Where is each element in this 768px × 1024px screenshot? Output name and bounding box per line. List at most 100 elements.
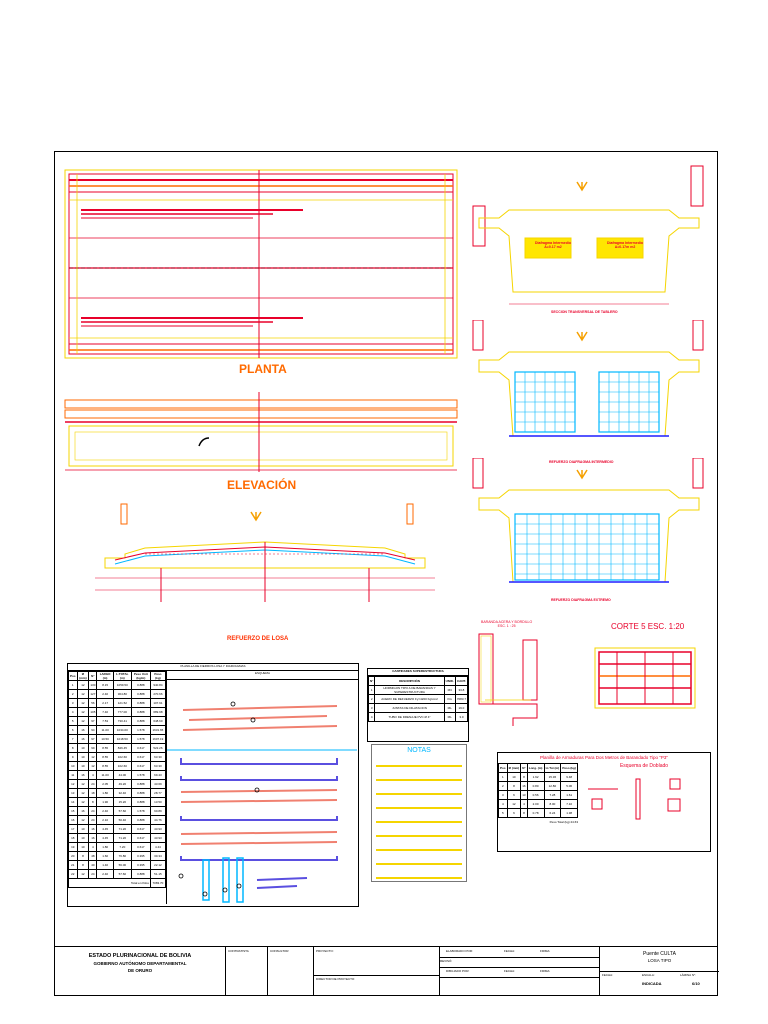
planilla-losa-cell: 12 bbox=[76, 707, 90, 717]
diafragma-extremo-title: REFUERZO DIAFRAGMA EXTREMO bbox=[551, 598, 611, 602]
planilla-losa-cell: 13.50 bbox=[149, 797, 167, 807]
title-block-consultor: CONSULTOR bbox=[267, 947, 313, 995]
planilla-losa-cell: 50.40 bbox=[112, 815, 132, 825]
planilla-losa-cell: 11 bbox=[68, 770, 78, 780]
planilla-baranda-total: Peso Total (kg) 24.63 bbox=[549, 820, 578, 824]
nota-line bbox=[376, 842, 462, 851]
planilla-losa-cell: 10 bbox=[76, 752, 90, 762]
seccion-transversal-title: SECCION TRANSVERSAL DE TABLERO bbox=[551, 310, 618, 314]
baranda-cell: 4 bbox=[498, 799, 508, 809]
planilla-losa-cell: 0.888 bbox=[130, 869, 151, 879]
refuerzo-losa-drawing bbox=[95, 503, 435, 602]
planilla-losa-cell: 56 bbox=[88, 698, 98, 708]
planilla-losa-cell: 8 bbox=[76, 851, 90, 861]
baranda-cell: 5 bbox=[498, 808, 508, 818]
planilla-losa-cell: 7.20 bbox=[112, 842, 132, 852]
baranda-cell: 2 bbox=[498, 781, 508, 791]
planilla-losa-cell: 24 bbox=[88, 869, 98, 879]
planilla-losa-cell: 2.40 bbox=[96, 869, 114, 879]
nota-line bbox=[376, 758, 462, 767]
baranda-cell: 9.48 bbox=[560, 772, 578, 782]
planilla-losa-cell: 99 bbox=[88, 743, 98, 753]
esquema-doblado-drawing bbox=[588, 778, 681, 820]
planilla-losa-cell: 689.98 bbox=[149, 707, 167, 717]
baranda-cell: 0.56 bbox=[526, 790, 545, 800]
planilla-losa-cell: 7.53 bbox=[96, 716, 114, 726]
nota-line bbox=[376, 828, 462, 837]
cantidades-cell: ML bbox=[443, 703, 456, 713]
planilla-losa-cell: 28.77 bbox=[149, 788, 167, 798]
planilla-losa-cell: 12 bbox=[88, 761, 98, 771]
baranda-cell: 7.28 bbox=[543, 790, 562, 800]
planilla-losa-cell: 2.40 bbox=[96, 689, 114, 699]
planilla-losa-cell: 270.66 bbox=[149, 689, 167, 699]
planilla-losa-cell: 1.40 bbox=[96, 860, 114, 870]
planilla-losa-cell: 12 bbox=[76, 815, 90, 825]
planilla-losa-cell: 4 bbox=[88, 842, 98, 852]
planilla-losa-cell: 43.93 bbox=[149, 824, 167, 834]
cantidades-cell: KG bbox=[443, 694, 456, 704]
planilla-losa-cell: 0.395 bbox=[130, 860, 151, 870]
planilla-losa-cell: 76.80 bbox=[112, 851, 132, 861]
planilla-losa-cell: 97 bbox=[88, 716, 98, 726]
planilla-losa-cell: 40 bbox=[88, 860, 98, 870]
title-block-entity: ESTADO PLURINACIONAL DE BOLIVIA GOBIERNO… bbox=[88, 953, 192, 973]
cantidades-cell: ACERO DE REFUERZO Fy=4200 Kg/cm2 bbox=[374, 694, 445, 704]
planilla-losa-cell: 44.00 bbox=[112, 770, 132, 780]
planilla-losa-cell: 12 bbox=[76, 779, 90, 789]
nota-line bbox=[376, 856, 462, 865]
planilla-losa-cell: 16 bbox=[76, 734, 90, 744]
planilla-losa-total-value: 7083.70 bbox=[149, 878, 167, 888]
planilla-losa-cell: 16 bbox=[68, 815, 78, 825]
baranda-header-cell: Peso (kg) bbox=[560, 763, 578, 773]
planilla-losa-cell: 69.43 bbox=[149, 770, 167, 780]
planilla-losa-cell: 2.40 bbox=[96, 806, 114, 816]
nota-line bbox=[376, 814, 462, 823]
cantidades-cell: JUNTAS DE DILATACION bbox=[374, 703, 445, 713]
esquema-doblado-label: Esquema de Doblado bbox=[619, 763, 669, 769]
planilla-losa-cell: 1 bbox=[68, 680, 78, 690]
drawing-sheet: PLANTA ELEVACIÓN REFUERZO DE LOSA bbox=[54, 151, 719, 996]
planilla-losa-cell: 51.15 bbox=[149, 869, 167, 879]
planilla-losa-cell: 12 bbox=[76, 788, 90, 798]
planilla-losa-cell: 8.55 bbox=[96, 752, 114, 762]
planilla-losa-cell: 10 bbox=[76, 743, 90, 753]
cantidades-header-cell: CANT. bbox=[454, 676, 468, 686]
notas-box: NOTAS bbox=[371, 744, 467, 882]
planilla-losa-cell: 0.617 bbox=[130, 743, 151, 753]
planilla-losa-cell: 4.45 bbox=[96, 833, 114, 843]
planilla-losa-cell: 1.80 bbox=[96, 842, 114, 852]
planilla-losa-cell: 522.26 bbox=[149, 743, 167, 753]
planilla-losa-cell: 12 bbox=[68, 779, 78, 789]
planilla-losa-cell: 97 bbox=[88, 734, 98, 744]
planilla-losa-cell: 0.888 bbox=[130, 797, 151, 807]
planilla-losa-cell: 16 bbox=[76, 806, 90, 816]
planilla-losa-cell: 21 bbox=[68, 860, 78, 870]
baranda-cell: 6 bbox=[506, 790, 522, 800]
planilla-losa-cell: 127 bbox=[88, 689, 98, 699]
planilla-losa-cell: 11.00 bbox=[96, 770, 114, 780]
planilla-losa-cell: 940.84 bbox=[149, 680, 167, 690]
diafragma-intermedio-drawing bbox=[472, 320, 704, 437]
planilla-losa-cell: 12 bbox=[76, 689, 90, 699]
title-block-contratista: CONTRATISTA bbox=[225, 947, 267, 995]
planilla-losa-cell: 12 bbox=[88, 752, 98, 762]
planilla-losa-cell: 1059.50 bbox=[112, 680, 132, 690]
baranda-cell: 3 bbox=[498, 790, 508, 800]
planilla-losa-cell: 0.617 bbox=[130, 761, 151, 771]
planilla-losa-cell: 17 bbox=[68, 824, 78, 834]
corte-title: CORTE 5 ESC. 1:20 bbox=[611, 622, 685, 631]
planilla-losa-cell: 63.30 bbox=[149, 752, 167, 762]
